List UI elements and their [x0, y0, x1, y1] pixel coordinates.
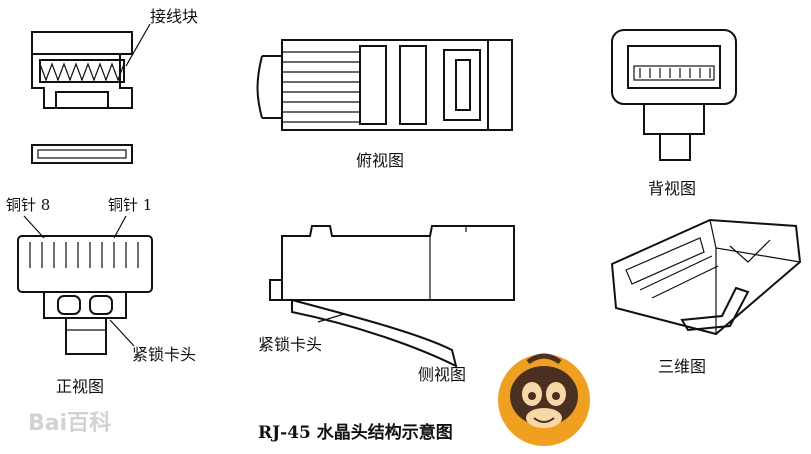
front-view-label: 正视图	[56, 377, 104, 396]
baidu-watermark: Bai百科	[28, 411, 111, 436]
three-d-view-label: 三维图	[658, 357, 706, 376]
site-name-text: 源码屋	[600, 372, 720, 418]
front-locking-clip-label: 紧锁卡头	[132, 345, 196, 364]
top-view-drawing	[256, 39, 513, 131]
three-d-view-drawing	[610, 218, 802, 336]
site-watermark-small-text: 头条 @技术世界	[660, 415, 748, 429]
terminal-block-label: 接线块	[150, 7, 198, 26]
site-url-text: www.ymwu.com	[600, 420, 811, 448]
side-view-label: 侧视图	[418, 365, 466, 384]
copper-pin-1-label: 铜针 1	[108, 196, 152, 214]
site-watermark: 源码屋 www.ymwu.com 头条 @技术世界	[498, 353, 811, 448]
back-view-label: 背视图	[648, 179, 696, 198]
side-view-drawing	[269, 225, 515, 368]
side-locking-clip-label: 紧锁卡头	[258, 335, 322, 354]
figure-caption: RJ-45 水晶头结构示意图	[258, 422, 453, 443]
front-view-drawing	[17, 215, 153, 355]
monkey-mascot-icon	[498, 353, 590, 446]
back-view-drawing	[611, 29, 737, 161]
top-view-label: 俯视图	[356, 151, 404, 170]
baidu-watermark-text: Bai百科	[28, 411, 111, 436]
terminal-block-drawing	[31, 23, 151, 164]
copper-pin-8-label: 铜针 8	[6, 196, 50, 214]
